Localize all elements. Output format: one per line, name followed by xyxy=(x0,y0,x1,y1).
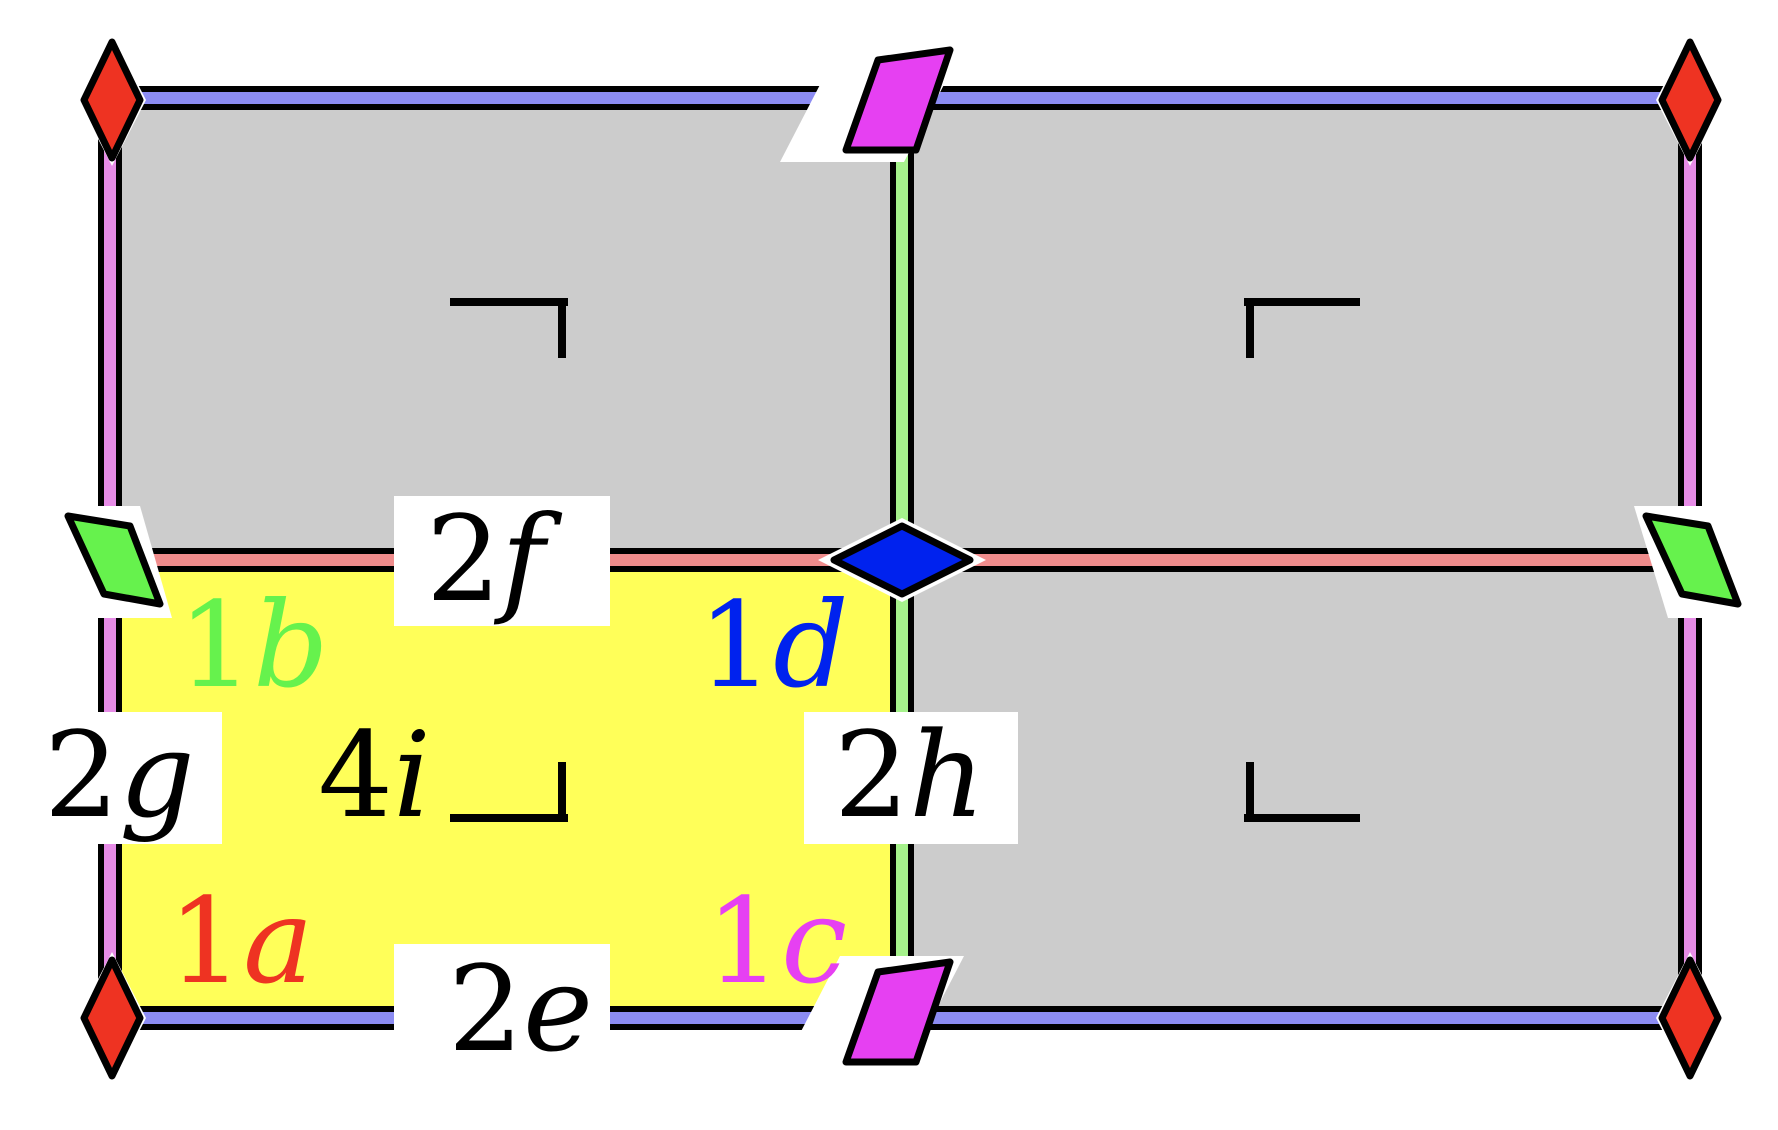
asymmetric-corner-glyph-icon xyxy=(1244,762,1360,822)
cell-bottom-left-highlight xyxy=(110,560,900,1015)
label-2f: 2f xyxy=(426,490,563,628)
cells xyxy=(110,100,1690,1015)
label-1c: 1c xyxy=(706,872,847,1010)
red-rhombus-icon xyxy=(1656,952,1724,1084)
green-parallelogram-icon xyxy=(1634,506,1750,618)
label-1b: 1b xyxy=(178,576,329,714)
blue-rhombus-icon xyxy=(818,518,986,602)
cell-top-right xyxy=(900,100,1690,560)
label-2g: 2g xyxy=(44,706,195,844)
asymmetric-corner-glyph-icon xyxy=(450,762,568,822)
red-rhombus-icon xyxy=(78,34,146,166)
magenta-parallelogram-icon xyxy=(780,956,964,1072)
label-backgrounds xyxy=(30,496,1018,1074)
markers xyxy=(56,34,1750,1084)
asymmetric-corner-glyph-icon xyxy=(450,298,568,358)
labels: 2f 2e 2g 2h 4i 1b 1d 1a 1c xyxy=(44,490,985,1078)
cell-top-left xyxy=(110,100,900,560)
label-2h: 2h xyxy=(834,706,985,844)
label-1d: 1d xyxy=(698,576,849,714)
magenta-parallelogram-icon xyxy=(780,46,964,162)
motifs xyxy=(450,298,1360,822)
label-2e: 2e xyxy=(448,940,593,1078)
label-1a: 1a xyxy=(168,872,313,1010)
green-parallelogram-icon xyxy=(56,506,172,618)
asymmetric-corner-glyph-icon xyxy=(1244,298,1360,358)
red-rhombus-icon xyxy=(78,952,146,1084)
label-4i: 4i xyxy=(318,706,431,844)
cell-bottom-right xyxy=(900,560,1690,1015)
red-rhombus-icon xyxy=(1656,34,1724,166)
